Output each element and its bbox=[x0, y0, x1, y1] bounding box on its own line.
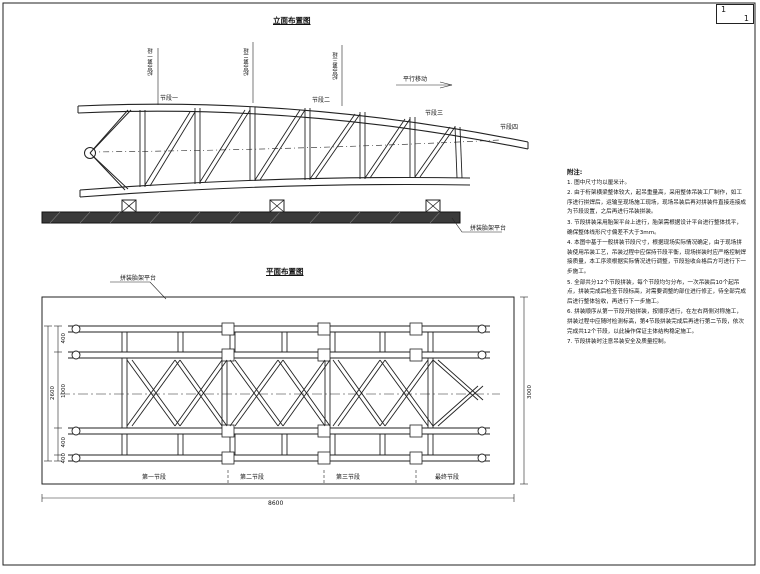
dim-left-3: 400 bbox=[61, 437, 67, 448]
note-item: 6. 拼装顺序从第一节段开始拼装，按顺序进行，在左右两侧对称施工，拼装过程中应随… bbox=[567, 309, 744, 335]
plan-dimensions bbox=[41, 296, 528, 502]
plan-segment-2: 第二节段 bbox=[240, 474, 265, 481]
sheet-number-box: 1 1 bbox=[716, 4, 754, 24]
plan-x-bracing bbox=[126, 359, 484, 427]
dim-left-1: 400 bbox=[61, 333, 67, 344]
note-item: 2. 由于桁架横梁整体较大，起吊重量高，采用整体吊装工厂制作，如工序进行拼焊后，… bbox=[567, 190, 747, 216]
segment-joints bbox=[221, 322, 423, 465]
segment-label-3: 起吊第三段 bbox=[333, 52, 339, 80]
segment-label-1: 起吊第一段 bbox=[148, 48, 154, 76]
segment-label-2: 起吊第二段 bbox=[244, 48, 250, 76]
notes-block: 附注: 1. 图中尺寸均以厘米计。 2. 由于桁架横梁整体较大，起吊重量高，采用… bbox=[567, 168, 747, 349]
elevation-view bbox=[41, 42, 529, 233]
plan-support-label: 拼装胎架平台 bbox=[120, 275, 157, 282]
plan-segment-1: 第一节段 bbox=[142, 474, 167, 481]
ground-hatch bbox=[41, 211, 461, 224]
note-item: 7. 节段拼装时注意吊装安全及质量控制。 bbox=[567, 339, 670, 346]
dim-left-2: 1000 bbox=[61, 384, 67, 398]
dim-left-4: 400 bbox=[61, 453, 67, 464]
assembly-platform bbox=[41, 296, 515, 485]
node-label-2: 节段二 bbox=[312, 97, 331, 104]
dim-total-height: 2600 bbox=[50, 386, 56, 400]
page-total: 1 bbox=[743, 14, 749, 23]
page-current: 1 bbox=[721, 5, 727, 14]
dim-right: 3000 bbox=[527, 385, 533, 399]
plan-crossbeams bbox=[121, 332, 434, 455]
bottom-chord bbox=[79, 176, 471, 191]
plan-segment-3: 第三节段 bbox=[336, 474, 361, 481]
note-item: 5. 全部共分12个节段拼装，每个节段均匀分布，一次吊装后10个起吊点，拼装完成… bbox=[567, 279, 747, 305]
elevation-support-label: 拼装胎架平台 bbox=[470, 225, 507, 232]
dim-total-width: 8600 bbox=[268, 500, 284, 507]
note-item: 4. 本图中基于一般拼装节段尺寸，根据现场实际情况确定，由于现场拼装使用吊装工艺… bbox=[567, 240, 747, 275]
top-chord bbox=[77, 103, 529, 143]
node-label-1: 节段一 bbox=[160, 95, 179, 102]
node-label-4: 节段四 bbox=[500, 124, 519, 131]
plan-view bbox=[41, 281, 515, 485]
node-label-3: 节段三 bbox=[425, 110, 444, 117]
plan-chords bbox=[68, 325, 490, 462]
sheet-border bbox=[2, 2, 756, 566]
note-item: 1. 图中尺寸均以厘米计。 bbox=[567, 179, 631, 186]
truss-diagonals bbox=[144, 109, 456, 187]
note-item: 3. 节段拼装采用胎架平台上进行，胎架需根据设计平台进行整体找平，确保整体线形尺… bbox=[567, 219, 742, 236]
plan-segment-4: 最终节段 bbox=[435, 474, 460, 481]
notes-heading: 附注: bbox=[567, 168, 583, 176]
truss-verticals bbox=[139, 107, 463, 187]
span-label: 平行移动 bbox=[403, 76, 428, 83]
support-blocks bbox=[121, 199, 441, 213]
plan-title: 平面布置图 bbox=[266, 267, 304, 276]
chord-end-caps bbox=[71, 324, 487, 463]
elevation-title: 立面布置图 bbox=[273, 16, 311, 25]
